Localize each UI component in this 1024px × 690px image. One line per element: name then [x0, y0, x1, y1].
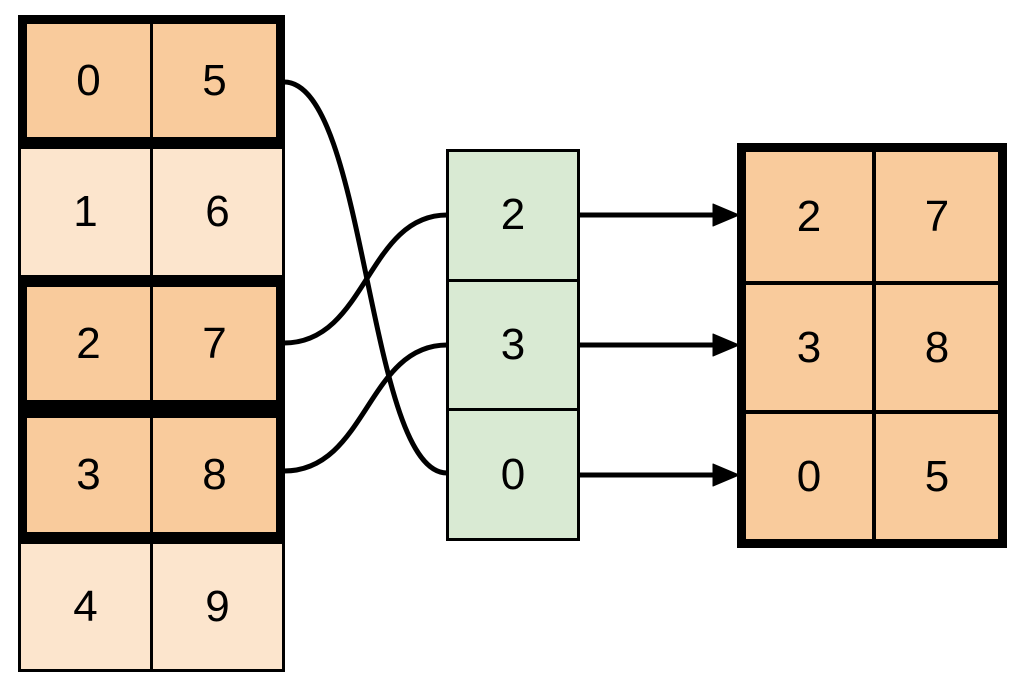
source-row-0: 0 5 [18, 15, 285, 146]
arrow-index0-to-result-row0 [580, 203, 740, 227]
arrowhead-icon [712, 463, 740, 487]
source-cell-r1-c1: 6 [205, 187, 230, 236]
source-cell-r1-c0: 1 [21, 149, 153, 275]
curve-source-row3-to-index3 [281, 342, 450, 474]
index-cell-2: 0 [449, 408, 577, 539]
result-cell-r1-c0: 3 [746, 281, 872, 410]
index-column: 2 3 0 [446, 149, 580, 541]
result-cell-r1-c1: 8 [872, 281, 998, 410]
source-row-3: 3 8 [18, 409, 285, 541]
source-row-2: 2 7 [18, 278, 285, 409]
result-table: 2 7 3 8 0 5 [737, 143, 1007, 548]
arrow-index2-to-result-row2 [580, 463, 740, 487]
result-cell-r0-c1: 7 [872, 152, 998, 281]
source-row-4: 4 9 [18, 541, 285, 672]
source-cell-r0-c0: 0 [27, 24, 153, 137]
result-cell-r2-c0: 0 [746, 410, 872, 539]
arrowhead-icon [712, 333, 740, 357]
arrowhead-icon [712, 203, 740, 227]
result-cell-r2-c1: 5 [872, 410, 998, 539]
source-cell-r0-c1: 5 [202, 55, 227, 105]
result-cell-r0-c0: 2 [796, 191, 822, 241]
curve-source-row0-to-index0 [281, 79, 450, 476]
source-cell-r3-c0: 3 [27, 418, 153, 532]
source-cell-r3-c1: 8 [202, 450, 227, 499]
source-cell-r4-c1: 9 [205, 581, 230, 631]
source-cell-r2-c0: 2 [27, 287, 153, 400]
source-cell-r2-c1: 7 [202, 318, 227, 368]
index-cell-1: 3 [449, 278, 577, 409]
curve-source-row2-to-index2 [281, 212, 450, 346]
index-cell-0: 2 [449, 152, 577, 279]
source-row-1: 1 6 [18, 146, 285, 278]
arrow-index1-to-result-row1 [580, 333, 740, 357]
source-cell-r4-c0: 4 [21, 544, 153, 669]
